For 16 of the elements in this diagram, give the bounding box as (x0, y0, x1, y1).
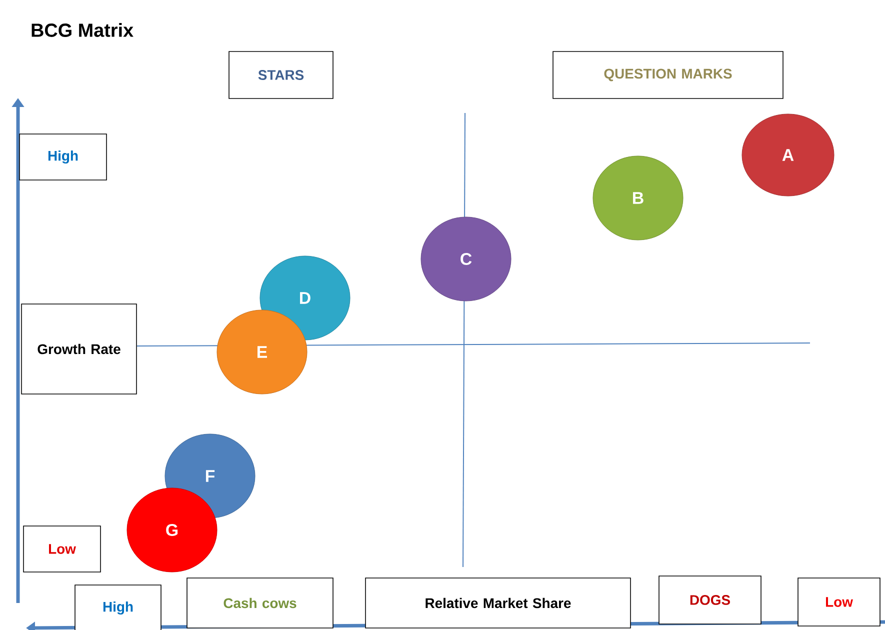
bubble: B (592, 156, 684, 240)
label-box: Low (23, 526, 101, 572)
label-box: Cash cows (186, 578, 334, 628)
label-box: Growth Rate (21, 304, 137, 394)
label-box: Relative Market Share (365, 578, 631, 628)
label-box: DOGS (658, 576, 762, 624)
label-box: STARS (228, 51, 334, 99)
label-box: High (74, 584, 162, 630)
label-box: High (19, 134, 107, 180)
bubble: E (216, 310, 308, 394)
bubble: A (742, 114, 834, 196)
label-box: QUESTION MARKS (552, 51, 784, 99)
bubble: C (420, 216, 512, 302)
bubble: G (126, 488, 218, 572)
label-box: Low (798, 578, 880, 626)
title: BCG Matrix (32, 23, 134, 37)
